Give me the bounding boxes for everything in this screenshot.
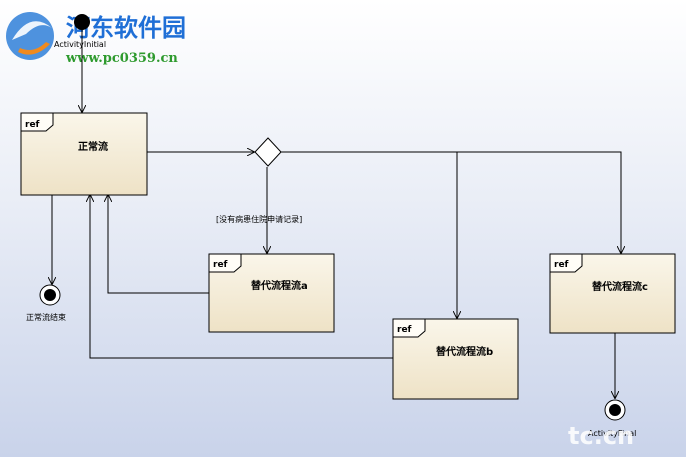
normal-end-node[interactable]: [39, 284, 61, 306]
site-logo: [6, 12, 54, 60]
normal-end-label: 正常流结束: [26, 312, 66, 322]
alt-flow-a-label: 替代流程流a: [251, 279, 308, 292]
alt-flow-b-node[interactable]: ref 替代流程流b: [392, 318, 519, 400]
final-node[interactable]: [604, 399, 626, 421]
edge-alt-a-to-normal: [108, 195, 209, 294]
normal-flow-node[interactable]: ref 正常流: [20, 112, 148, 196]
watermark-site-url: www.pc0359.cn: [65, 51, 178, 66]
normal-flow-ref: ref: [25, 120, 40, 130]
alt-flow-b-ref: ref: [397, 325, 412, 335]
edge-decision-to-alt-c: [281, 151, 621, 253]
alt-flow-a-node[interactable]: ref 替代流程流a: [208, 253, 335, 333]
alt-flow-c-label: 替代流程流c: [592, 280, 648, 293]
alt-flow-c-node[interactable]: ref 替代流程流c: [549, 253, 676, 334]
edge-alt-b-to-normal: [90, 195, 393, 359]
final-node-label: ActivityFinal: [588, 429, 636, 438]
alt-flow-a-ref: ref: [213, 260, 228, 270]
decision-node[interactable]: [254, 137, 282, 167]
alt-flow-b-label: 替代流程流b: [436, 345, 493, 358]
alt-flow-c-ref: ref: [554, 260, 569, 270]
watermark-corner-text: tc.cn: [568, 422, 634, 450]
initial-node[interactable]: [74, 14, 90, 30]
initial-node-label: ActivityInitial: [54, 40, 106, 49]
normal-flow-label: 正常流: [78, 140, 108, 153]
edges: [52, 30, 621, 398]
guard-label: [没有病患住院申请记录]: [216, 214, 302, 224]
